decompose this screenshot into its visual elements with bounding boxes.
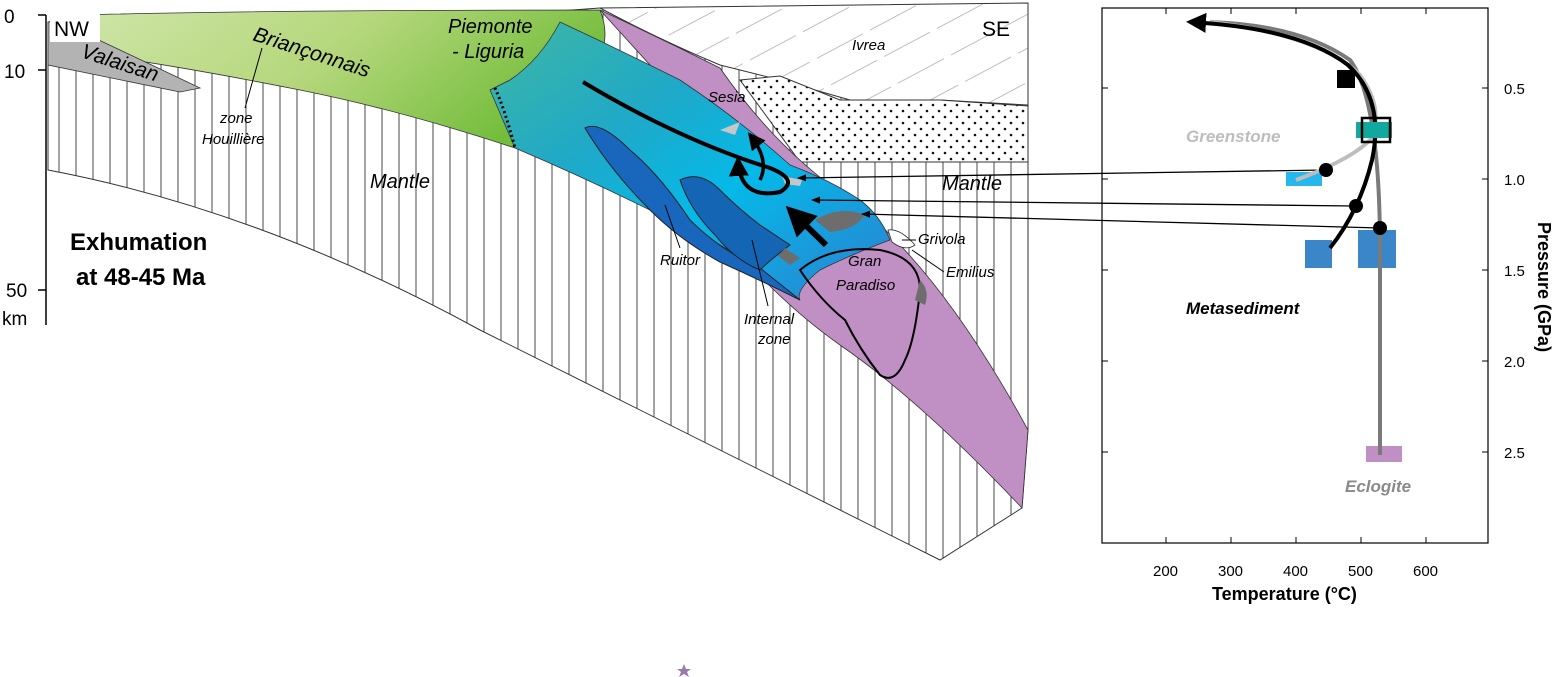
depth-label-0: 0: [4, 7, 15, 28]
emilius-leader: [911, 249, 945, 273]
exhumation-arrow-main: [581, 80, 790, 196]
label-mantle-left: Mantle: [370, 171, 430, 193]
label-nw: NW: [54, 18, 89, 41]
greenstone-sliver-1: [815, 211, 865, 232]
pt-y-ticks: [1102, 87, 1488, 453]
ruitor-slab: [584, 125, 801, 301]
pt-label-metasediment: Metasediment: [1186, 299, 1301, 318]
x-label-500: 500: [1348, 563, 1373, 580]
pt-xlabel: Temperature (°C): [1212, 584, 1357, 604]
grivola-sliver: [887, 229, 916, 249]
greenstone-sliver-3: [915, 280, 927, 305]
exhumation-arrow-bold: [785, 205, 829, 248]
y-label-05: 0.5: [1504, 81, 1525, 98]
pt-label-greenstone: Greenstone: [1186, 127, 1280, 146]
y-label-10: 1.0: [1504, 172, 1525, 189]
pt-frame: [1101, 7, 1489, 544]
depth-label-50: 50: [6, 281, 27, 302]
label-liguria-line: - Liguria: [452, 41, 524, 63]
pt-box-blue-right: [1358, 230, 1396, 268]
pt-x-ticks: [1165, 8, 1427, 543]
label-mantle-right: Mantle: [942, 173, 1002, 195]
pt-box-purple: [1366, 446, 1402, 462]
pt-box-teal: [1356, 122, 1392, 138]
y-label-15: 1.5: [1504, 263, 1525, 280]
x-label-200: 200: [1153, 563, 1178, 580]
ivrea-dotted-unit: [739, 75, 1029, 163]
pt-diagram: 200 300 400 500 600 Temperature (°C) 0.5…: [1101, 7, 1554, 604]
label-paradiso: Paradiso: [836, 277, 895, 294]
label-sesia: Sesia: [708, 89, 746, 106]
label-zone-internal: zone: [757, 331, 791, 348]
exhumation-arrow-inner: [747, 132, 766, 181]
x-label-300: 300: [1218, 563, 1243, 580]
section-title-1: Exhumation: [70, 229, 207, 256]
depth-label-10: 10: [4, 62, 25, 83]
internal-leader: [751, 239, 769, 307]
x-label-600: 600: [1413, 563, 1438, 580]
label-zone: zone: [219, 110, 253, 127]
label-se: SE: [982, 18, 1010, 41]
pt-dot-greenstone: [1319, 163, 1333, 177]
connector-arrows: [797, 169, 1381, 229]
cross-section: 0 10 50 km NW SE Valaisan Briançonnais P…: [2, 2, 1029, 561]
y-label-25: 2.5: [1504, 445, 1525, 462]
star-icon: [677, 664, 691, 677]
label-ivrea: Ivrea: [852, 37, 885, 54]
connector-metasediment: [811, 196, 1355, 207]
pt-path-eclogite: [1209, 20, 1382, 455]
label-ruitor: Ruitor: [660, 252, 701, 269]
label-gran: Gran: [848, 253, 881, 270]
label-piemonte: Piemonte: [448, 16, 533, 38]
greenstone-sliver-2: [778, 248, 800, 265]
label-grivola: Grivola: [918, 231, 966, 248]
houillere-leader: [244, 47, 263, 109]
grey-sliver-1: [720, 122, 740, 135]
connector-eclogite: [861, 210, 1381, 229]
label-internal: Internal: [744, 311, 795, 328]
gran-paradiso-outline: [798, 248, 922, 379]
section-title-2: at 48-45 Ma: [76, 264, 206, 291]
pt-square-black: [1337, 70, 1355, 88]
pt-box-teal-outline: [1360, 116, 1392, 144]
x-label-400: 400: [1283, 563, 1308, 580]
connector-greenstone: [797, 169, 1327, 182]
ruitor-leader: [664, 204, 681, 249]
pt-ylabel: Pressure (GPa): [1534, 222, 1554, 352]
y-label-20: 2.0: [1504, 354, 1525, 371]
label-emilius: Emilius: [946, 264, 995, 281]
internal-zone-slab: [679, 176, 791, 271]
pt-label-eclogite: Eclogite: [1345, 477, 1411, 496]
pt-path-greenstone: [1209, 20, 1378, 182]
nw-box: [50, 14, 100, 42]
pt-dot-metasediment: [1349, 199, 1363, 213]
pt-dot-eclogite: [1373, 221, 1387, 235]
pt-box-blue-left: [1305, 240, 1332, 268]
depth-unit: km: [2, 309, 27, 330]
label-houillere: Houillière: [202, 131, 265, 148]
